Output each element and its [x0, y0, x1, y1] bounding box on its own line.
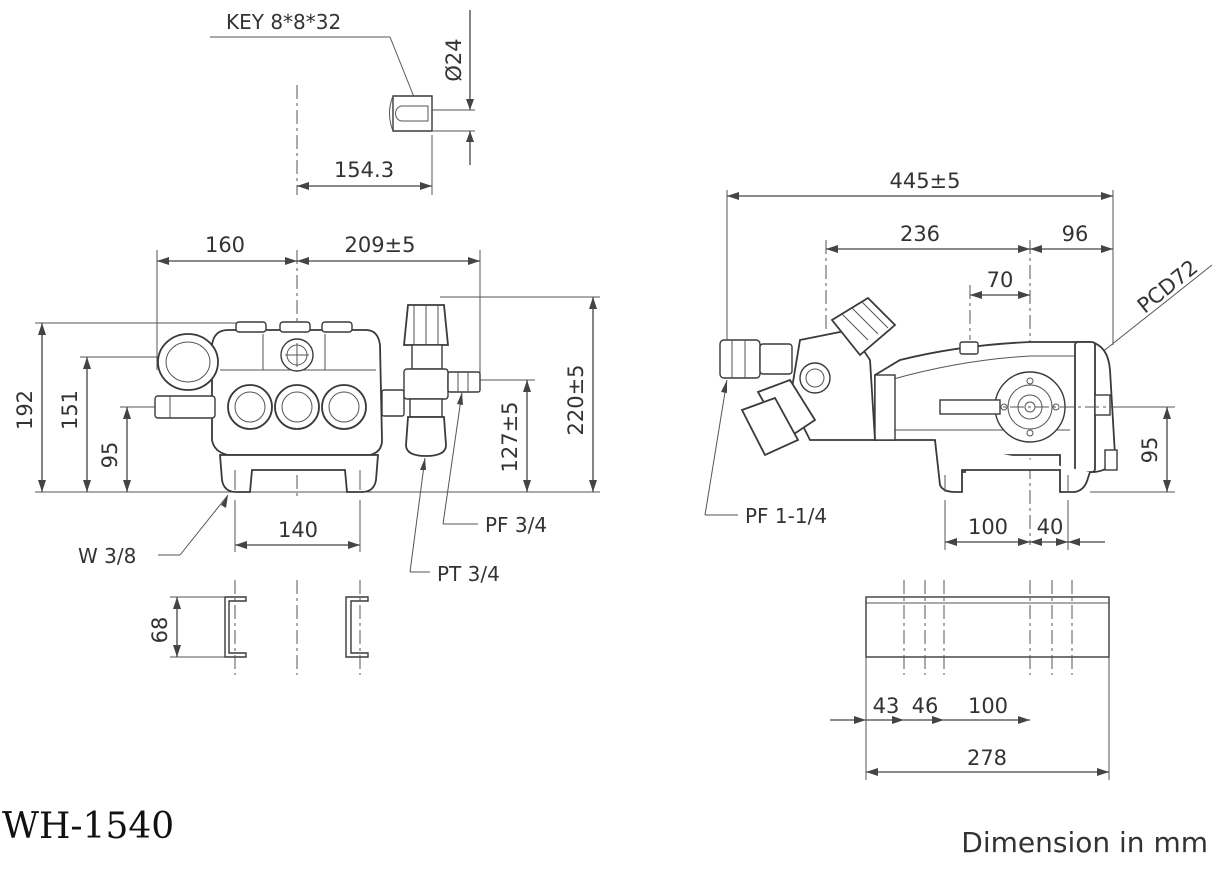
bracket-height: 68 [148, 617, 172, 644]
front-height-total: 192 [13, 390, 37, 430]
bracket-d1: 43 [873, 694, 900, 718]
key-label: KEY 8*8*32 [226, 10, 341, 34]
bracket-d3: 100 [968, 694, 1008, 718]
bracket-d2: 46 [912, 694, 939, 718]
front-height-outlet: 127±5 [498, 401, 522, 472]
shaft-detail: KEY 8*8*32 Ø24 154.3 [210, 10, 475, 195]
side-length-flange: 96 [1062, 222, 1089, 246]
side-foot-a: 100 [968, 515, 1008, 539]
port-pt-label: PT 3/4 [437, 562, 500, 586]
front-foot-spacing: 140 [278, 518, 318, 542]
side-foot-b: 40 [1037, 515, 1064, 539]
port-w-label: W 3/8 [78, 544, 136, 568]
side-length-offset: 70 [987, 268, 1014, 292]
port-pf-label: PF 3/4 [485, 513, 547, 537]
shaft-diameter-label: Ø24 [442, 38, 466, 81]
units-caption: Dimension in mm [961, 826, 1208, 859]
inlet-port-label: PF 1-1/4 [745, 504, 827, 528]
side-view: 445±5 236 96 70 PCD72 [704, 169, 1213, 550]
side-shaft-height: 95 [1138, 437, 1162, 464]
front-width-right: 209±5 [344, 233, 415, 257]
side-length-total: 445±5 [889, 169, 960, 193]
side-length-body: 236 [900, 222, 940, 246]
front-view: 160 209±5 192 151 95 127±5 220±5 [13, 233, 600, 586]
front-height-inlet: 151 [58, 390, 82, 430]
pcd-label: PCD72 [1133, 255, 1203, 318]
shaft-length-label: 154.3 [334, 158, 394, 182]
model-title: WH-1540 [2, 806, 174, 847]
front-width-left: 160 [205, 233, 245, 257]
bracket-total: 278 [967, 746, 1007, 770]
bracket-side: 43 46 100 278 [830, 580, 1110, 780]
front-height-unloader: 220±5 [564, 364, 588, 435]
front-height-shaft: 95 [98, 442, 122, 469]
bracket-front: 68 [148, 580, 369, 675]
